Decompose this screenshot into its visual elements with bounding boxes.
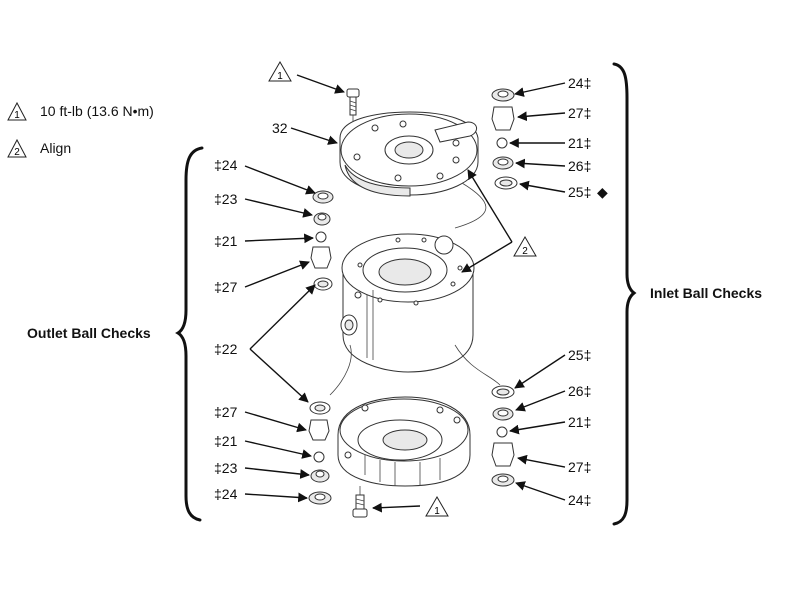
leader-line xyxy=(514,354,566,389)
callout-outlet-21-top: ‡21 xyxy=(214,233,238,249)
bottom-screw xyxy=(352,486,368,518)
inlet-group-label: Inlet Ball Checks xyxy=(650,285,762,301)
note-number: 1 xyxy=(277,71,283,82)
callout-outlet-24-top: ‡24 xyxy=(214,157,238,173)
legend-symbol-2: 2 xyxy=(14,147,20,158)
leader-line xyxy=(372,502,421,513)
callout-outlet-23-bottom: ‡23 xyxy=(214,460,238,476)
outlet-lower-parts xyxy=(308,401,332,505)
callout-outlet-27-top: ‡27 xyxy=(214,279,238,295)
outlet-group-label: Outlet Ball Checks xyxy=(27,325,151,341)
legend-symbol-1: 1 xyxy=(14,110,20,121)
callout-inlet-24-bottom: 24‡ xyxy=(568,492,591,508)
torque-note-icon xyxy=(425,496,449,517)
callout-32: 32 xyxy=(272,120,288,136)
leader-line xyxy=(517,454,566,468)
leader-line xyxy=(244,233,314,244)
callout-inlet-27-bottom: 27‡ xyxy=(568,459,591,475)
leader-line xyxy=(249,284,316,350)
callout-outlet-24-bottom: ‡24 xyxy=(214,486,238,502)
callout-inlet-26-bottom: 26‡ xyxy=(568,383,591,399)
leader-line xyxy=(461,241,513,273)
callout-inlet-24-top: 24‡ xyxy=(568,75,591,91)
callout-inlet-21-bottom: 21‡ xyxy=(568,414,591,430)
warning-triangle-icon xyxy=(7,101,27,121)
note-number: 1 xyxy=(434,506,440,517)
pump-body xyxy=(329,233,501,396)
callout-inlet-21-top: 21‡ xyxy=(568,135,591,151)
callout-inlet-25-top: 25‡ xyxy=(568,184,591,200)
leader-line xyxy=(244,467,310,479)
diamond-icon: ◆ xyxy=(597,184,608,200)
torque-note-icon xyxy=(268,61,292,82)
leader-line xyxy=(244,198,313,218)
legend-text-align: Align xyxy=(40,140,71,156)
callout-inlet-26-top: 26‡ xyxy=(568,158,591,174)
outlet-brace xyxy=(175,146,204,522)
leader-line xyxy=(296,74,345,94)
leader-line xyxy=(467,169,513,243)
inlet-brace xyxy=(612,62,637,526)
align-note-icon xyxy=(513,236,537,257)
outlet-upper-parts xyxy=(310,190,334,291)
leader-line xyxy=(519,180,566,193)
callout-outlet-21-bottom: ‡21 xyxy=(214,433,238,449)
leader-line xyxy=(244,260,310,288)
callout-inlet-25-bottom: 25‡ xyxy=(568,347,591,363)
callout-outlet-22: ‡22 xyxy=(214,341,238,357)
legend-note-1: 1 10 ft-lb (13.6 N•m) xyxy=(7,101,154,121)
legend: 1 10 ft-lb (13.6 N•m) 2 Align xyxy=(7,101,154,158)
leader-line xyxy=(249,348,309,403)
legend-text-torque: 10 ft-lb (13.6 N•m) xyxy=(40,103,154,119)
leader-line xyxy=(515,158,566,169)
callout-outlet-27-bottom: ‡27 xyxy=(214,404,238,420)
leader-line xyxy=(244,411,307,433)
leader-line xyxy=(244,165,316,195)
leader-line xyxy=(514,82,566,97)
callout-inlet-27-top: 27‡ xyxy=(568,105,591,121)
leader-line xyxy=(290,127,338,145)
leader-line xyxy=(517,111,566,122)
bottom-cover xyxy=(337,396,471,487)
callout-outlet-23-top: ‡23 xyxy=(214,191,238,207)
warning-triangle-icon xyxy=(7,138,27,158)
inlet-lower-parts xyxy=(491,385,515,487)
inlet-upper-parts xyxy=(491,88,518,190)
leader-line xyxy=(515,390,566,412)
leader-line xyxy=(244,492,308,503)
legend-note-2: 2 Align xyxy=(7,138,71,158)
leader-line xyxy=(509,421,566,435)
leader-line xyxy=(244,440,312,459)
note-number: 2 xyxy=(522,246,528,257)
leader-line xyxy=(515,481,566,501)
top-cover-part-32 xyxy=(339,111,487,229)
